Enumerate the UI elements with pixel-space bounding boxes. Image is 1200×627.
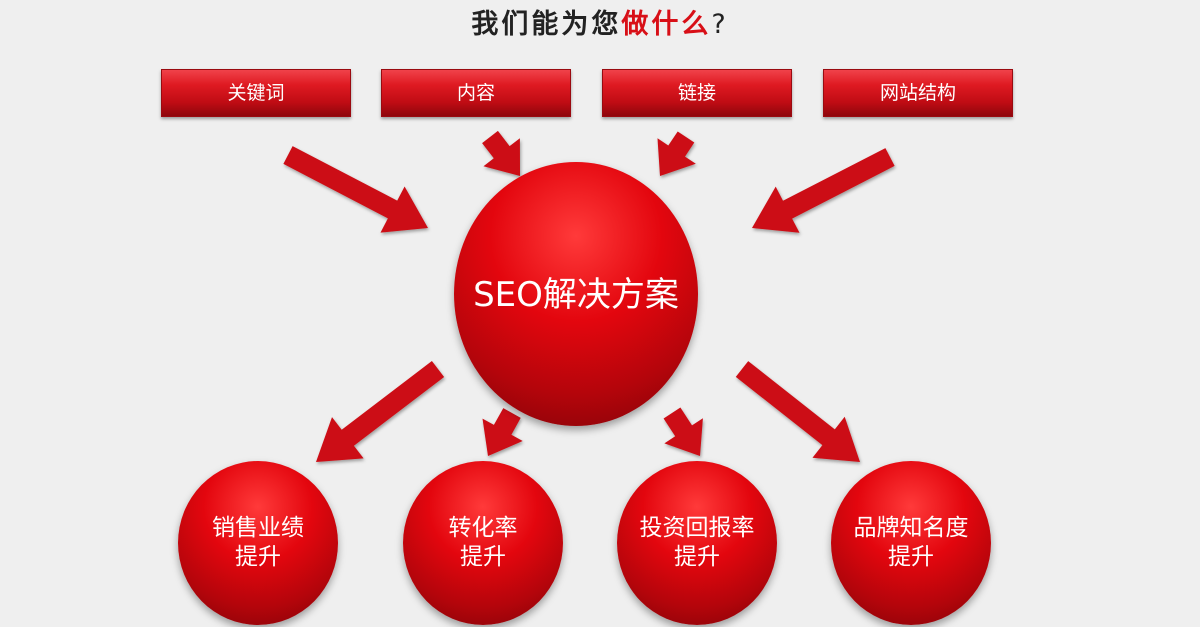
arrow-hub-to-conversion: [482, 408, 523, 456]
arrow-hub-to-roi: [663, 407, 703, 456]
title-question-mark: ?: [711, 9, 729, 40]
outcome-line2: 提升: [460, 544, 506, 570]
input-box-keywords: 关键词: [161, 69, 351, 117]
outcome-line2: 提升: [674, 544, 720, 570]
arrow-content-to-hub: [482, 130, 520, 176]
seo-solution-hub: SEO解决方案: [454, 162, 698, 426]
arrow-keywords-to-hub: [283, 146, 428, 233]
arrow-hub-to-sales: [316, 361, 445, 462]
outcome-line2: 提升: [235, 544, 281, 570]
outcome-line2: 提升: [888, 544, 934, 570]
flow-arrows: [283, 130, 895, 462]
title-plain: 我们能为您: [471, 9, 622, 40]
input-box-links: 链接: [602, 69, 792, 117]
title-accent: 做什么: [621, 9, 712, 40]
outcome-line1: 品牌知名度: [853, 515, 969, 541]
outcome-brand: 品牌知名度 提升: [831, 461, 991, 625]
outcome-roi: 投资回报率 提升: [617, 461, 777, 625]
outcome-line1: 投资回报率: [639, 515, 755, 541]
arrow-structure-to-hub: [752, 148, 895, 233]
page-title: 我们能为您做什么?: [0, 2, 1200, 41]
outcome-line1: 销售业绩: [212, 515, 304, 541]
hub-label: SEO解决方案: [473, 274, 679, 315]
arrow-hub-to-brand: [735, 361, 860, 462]
input-box-content: 内容: [381, 69, 571, 117]
outcome-sales: 销售业绩 提升: [178, 461, 338, 625]
arrow-links-to-hub: [657, 131, 696, 176]
outcome-conversion: 转化率 提升: [403, 461, 563, 625]
input-box-site-structure: 网站结构: [823, 69, 1013, 117]
outcome-line1: 转化率: [448, 515, 518, 541]
